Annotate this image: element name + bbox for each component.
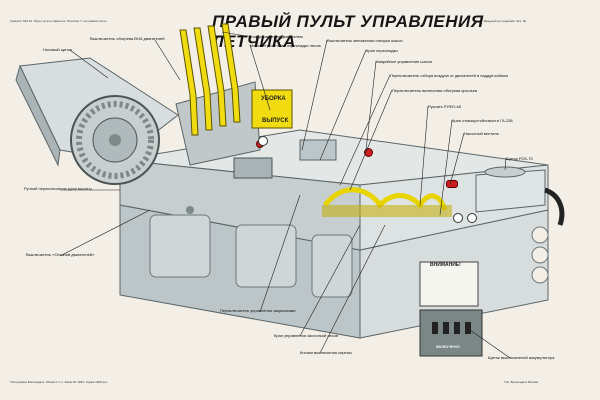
bottom-left-note: Типография Воениздата. Объём 1 п.л. Зака… [10, 380, 108, 384]
label-kran-otvetstvennosti: Кран отказоустойчивости ГА-238 [452, 118, 513, 123]
switch-block [233, 157, 273, 179]
label-ruchnoy-pereklyuch: Ручной переключатель руля высоты [24, 186, 92, 191]
top-right-note: Вредный не поднимат. Экз. № [484, 19, 526, 23]
gauge-icon [453, 213, 463, 223]
gauge-icon [467, 213, 477, 223]
vklyucheno-label: ВКЛЮЧЕНО [436, 344, 460, 349]
label-vykl-ostanov: Выключатель «Останов двигателей» [26, 252, 95, 257]
poster-title: Правый пульт управления летчика [212, 12, 484, 51]
label-vykl-avtomatiki: Выключатель автоматики створки шасси [327, 38, 403, 43]
pressure-gauge-icon [258, 136, 268, 146]
label-avariynoe-upr-shassi: Аварийное управление шасси [376, 59, 433, 64]
label-nasosny-ventil: Насосный вентиль [464, 131, 499, 136]
label-pereklyuch-vklyuch-obogreva: Переключатель включения обогрева крыльев [392, 88, 478, 93]
label-shchitok-akkumulyatora: Щиток выключателей аккумулятора [488, 355, 555, 360]
vnimanie-label: ВНИМАНИЕ! [430, 262, 461, 268]
label-manometr-sistemy: Манометр системы перекладки лесов [250, 43, 321, 48]
label-rychag-upr-dvig: Рычаг управления двигателем [246, 34, 303, 39]
front-cover-panel [311, 234, 353, 298]
red-knob-emergency-gear[interactable] [364, 148, 373, 157]
instruction-plate [419, 261, 479, 307]
label-kran-upr-zaslonkami: Кран управления заслонкой лесов [274, 333, 339, 338]
engine-levers [179, 23, 241, 136]
label-vykl-obogreva: Выключатель обогрева ВНА двигателей [90, 36, 165, 41]
label-shchitok-rsb: Щиток РСБ-70 [506, 156, 533, 161]
selector-pedestal [299, 139, 337, 161]
label-nosovoy-shchitok: Носовый щиток [43, 47, 73, 52]
vypusk-label: ВЫПУСК [262, 118, 289, 124]
label-rukoyat-rufo: Рукоять РУФО-48 [428, 104, 461, 109]
uborka-label: УБОРКА [261, 96, 286, 102]
front-cover-panel [149, 214, 211, 278]
label-kran-perekladki: Кран перекладки [366, 48, 398, 53]
label-knopki-vyklyuch-sireny: Кнопки выключения сирены [300, 350, 352, 355]
top-left-note: Самолет МИ-13. Пульт на 2-м самолете. По… [10, 19, 107, 23]
lock-knob [186, 206, 194, 214]
label-pereklyuch-upr-zakrylkami: Переключатель управления закрылками [220, 308, 296, 313]
front-cover-panel [235, 224, 297, 288]
bottom-right-note: Тип. Воениздата Москва [504, 380, 539, 384]
red-knob-stove[interactable] [446, 180, 458, 188]
rsb-cable [544, 187, 565, 226]
battery-panel [419, 309, 483, 357]
label-pereklyuch-otbora: Переключатель отбора воздуха от двигател… [390, 73, 509, 78]
